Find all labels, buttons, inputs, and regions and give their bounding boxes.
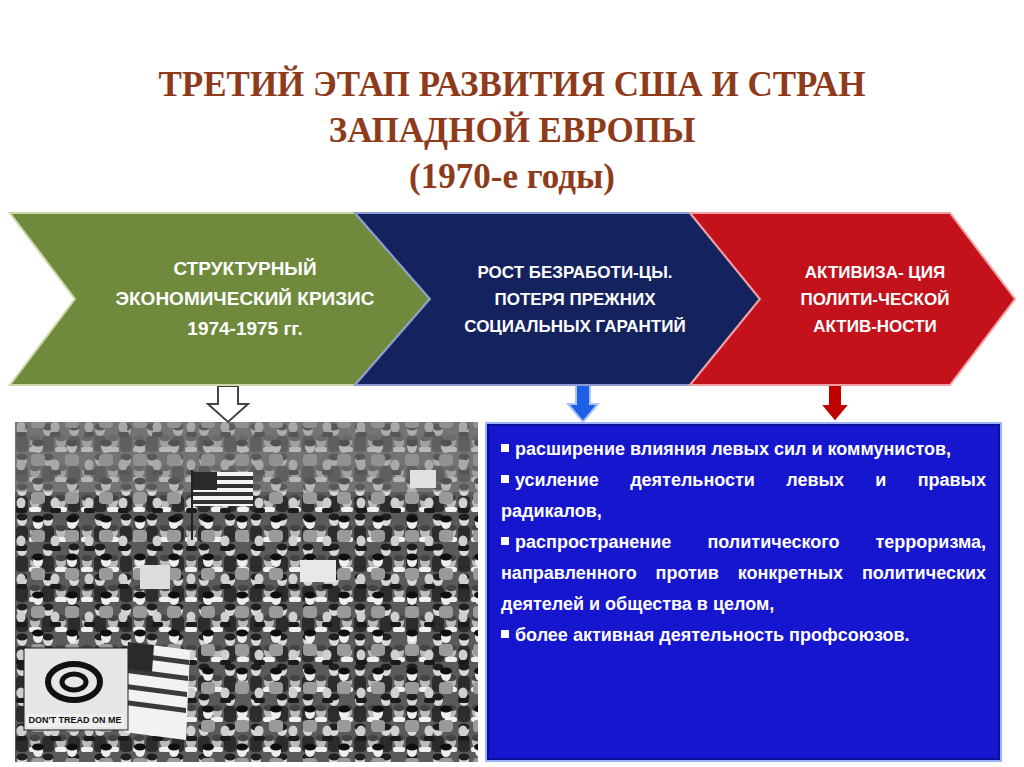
chevron-fill [10, 213, 430, 385]
chevron-step: РОСТ БЕЗРАБОТИ-ЦЫ. ПОТЕРЯ ПРЕЖНИХ СОЦИАЛ… [355, 213, 760, 385]
step-text: СТРУКТУРНЫЙ ЭКОНОМИЧЕСКИЙ КРИЗИС 1974-19… [100, 254, 390, 344]
bullet-text: распространение политического терроризма… [501, 532, 986, 614]
block-arrow [568, 385, 598, 422]
period-subtitle: (1970-е годы) [102, 154, 922, 200]
slide-title: ТРЕТИЙ ЭТАП РАЗВИТИЯ США И СТРАН ЗАПАДНО… [102, 62, 922, 154]
chevron-text-area: РОСТ БЕЗРАБОТИ-ЦЫ. ПОТЕРЯ ПРЕЖНИХ СОЦИАЛ… [450, 213, 700, 385]
bullet-square [501, 475, 509, 483]
step-text: РОСТ БЕЗРАБОТИ-ЦЫ. ПОТЕРЯ ПРЕЖНИХ СОЦИАЛ… [450, 259, 700, 340]
crowd-ground [15, 422, 478, 762]
placard [300, 560, 336, 582]
sign-text: DON'T TREAD ON ME [26, 714, 124, 727]
bullet-square [501, 444, 509, 452]
chevron-fill [355, 213, 760, 385]
chevron-text-area: АКТИВИЗА- ЦИЯ ПОЛИТИ-ЧЕСКОЙ АКТИВ-НОСТИ [775, 213, 975, 385]
crowd-heads [15, 422, 478, 762]
bullet-item: расширение влияния левых сил и коммунист… [501, 434, 986, 465]
step-text: АКТИВИЗА- ЦИЯ ПОЛИТИ-ЧЕСКОЙ АКТИВ-НОСТИ [775, 259, 975, 340]
bullet-item: распространение политического терроризма… [501, 527, 986, 620]
chevron-fill [690, 213, 1015, 385]
bullet-text: усиление деятельности левых и правых рад… [501, 470, 986, 521]
bullet-item: усиление деятельности левых и правых рад… [501, 465, 986, 527]
arrow-shape [820, 385, 850, 422]
chevron-step: СТРУКТУРНЫЙ ЭКОНОМИЧЕСКИЙ КРИЗИС 1974-19… [10, 213, 430, 385]
bullet-list-box: расширение влияния левых сил и коммунист… [485, 422, 1002, 762]
bullet-square [501, 630, 509, 638]
chevron-text-area: СТРУКТУРНЫЙ ЭКОНОМИЧЕСКИЙ КРИЗИС 1974-19… [100, 213, 390, 385]
hollow-down-arrow [208, 386, 248, 422]
bullet-item: более активная деятельность профсоюзов. [501, 620, 986, 651]
placard [410, 470, 436, 488]
arrow-shape [568, 385, 598, 422]
chevron-step: АКТИВИЗА- ЦИЯ ПОЛИТИ-ЧЕСКОЙ АКТИВ-НОСТИ [690, 213, 1015, 385]
flag-bottom [124, 642, 190, 740]
bullet-text: расширение влияния левых сил и коммунист… [515, 439, 951, 459]
bullet-square [501, 537, 509, 545]
placard [140, 565, 170, 589]
snake-sign [24, 648, 128, 730]
bullet-text: более активная деятельность профсоюзов. [515, 625, 910, 645]
block-arrow [820, 385, 850, 422]
flag-top [192, 470, 253, 540]
